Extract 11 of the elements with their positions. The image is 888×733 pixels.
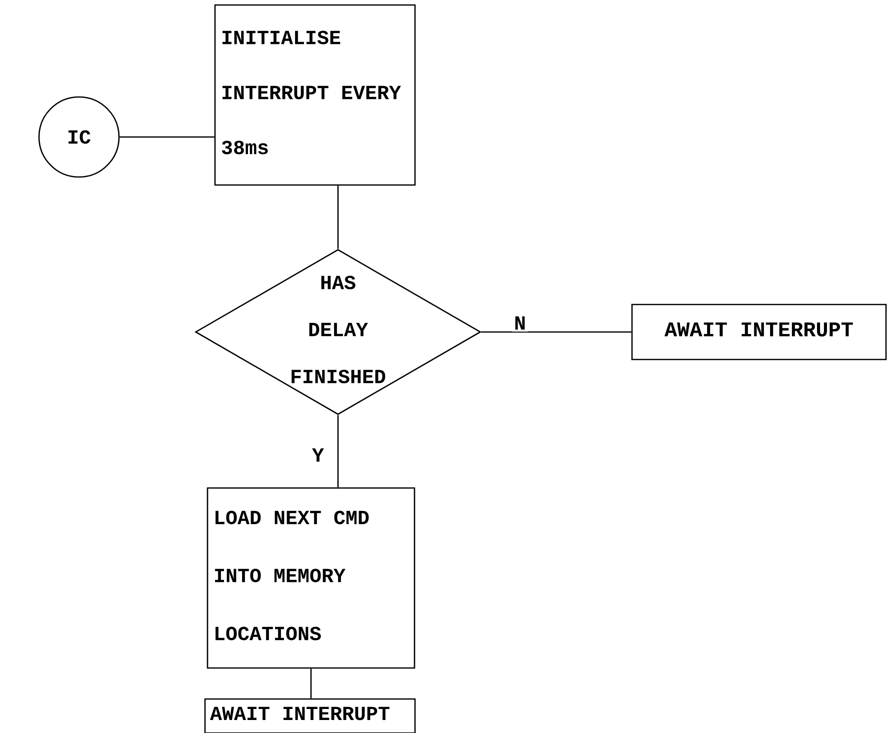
edge-label: N <box>512 314 528 332</box>
process-box: AWAIT INTERRUPT <box>631 304 887 360</box>
edge-label: Y <box>310 446 326 464</box>
process-box: INITIALISE INTERRUPT EVERY 38ms <box>214 4 416 186</box>
connector-line <box>120 136 214 138</box>
process-box: AWAIT INTERRUPT <box>204 698 416 733</box>
connector-line <box>337 186 339 249</box>
process-box: LOAD NEXT CMD INTO MEMORY LOCATIONS <box>206 487 416 669</box>
connector-line <box>481 331 632 333</box>
connector-line <box>337 415 339 488</box>
connector-line <box>310 668 312 698</box>
